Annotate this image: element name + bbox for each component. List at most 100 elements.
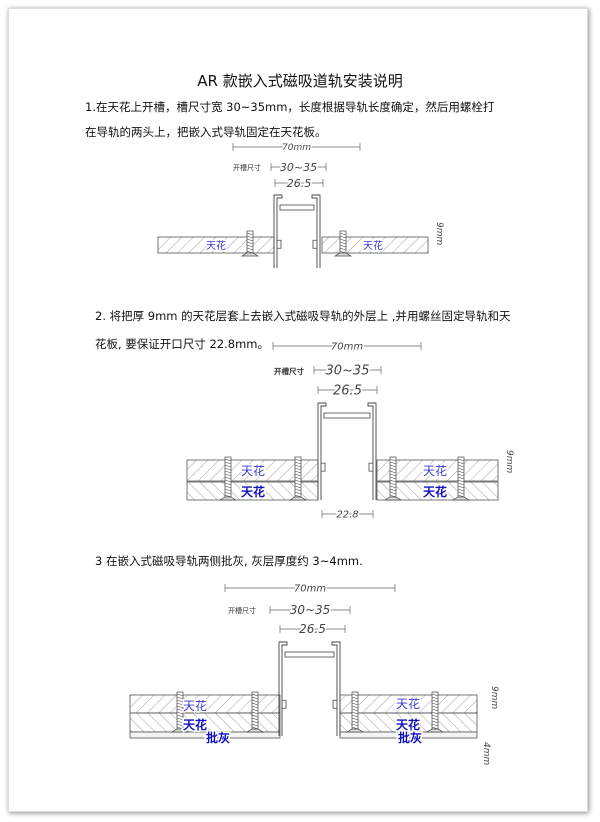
dim-rail-width: 26.5: [333, 384, 362, 399]
screw-thread: [224, 458, 232, 462]
screw-thread: [224, 482, 232, 486]
plaster-layer: [129, 731, 281, 739]
step3-line1: 3 在嵌入式磁吸导轨两侧批灰, 灰层厚度约 3~4mm.: [95, 554, 363, 568]
screw-thread: [251, 702, 259, 706]
screw-thread: [431, 702, 439, 706]
ceiling-board-upper: [376, 459, 499, 482]
board-label: 天花: [363, 239, 383, 252]
screw-thread: [294, 482, 302, 486]
screw-thread: [389, 464, 397, 468]
screw-thread: [251, 714, 259, 718]
screw-thread: [176, 708, 184, 712]
screw-thread: [457, 461, 465, 465]
ceiling-board: [321, 236, 429, 254]
dim-rail-width: 26.5: [287, 177, 312, 190]
screw-head-icon: [333, 252, 353, 257]
screw-thread: [246, 247, 254, 251]
screw-thread: [389, 470, 397, 474]
screw-thread: [339, 244, 347, 248]
screw-thread: [431, 708, 439, 712]
screw-thread: [294, 473, 302, 477]
screw-thread: [246, 241, 254, 245]
dim-opening: 22.8: [336, 510, 358, 521]
screw-thread: [351, 696, 359, 700]
screw-thread: [457, 467, 465, 471]
dim-thickness: 9mm: [504, 450, 514, 473]
screw-thread: [176, 696, 184, 700]
screw-thread: [339, 235, 347, 239]
screw-thread: [351, 717, 359, 721]
step2-line1: 2. 将把厚 9mm 的天花层套上去嵌入式磁吸导轨的外层上 ,并用螺丝固定导轨和…: [95, 309, 511, 323]
screw-thread: [389, 488, 397, 492]
screw-thread: [431, 711, 439, 715]
rail-profile: [278, 641, 341, 736]
screw-head-icon: [425, 728, 445, 733]
screw-thread: [457, 458, 465, 462]
screw-thread: [351, 702, 359, 706]
rail-clip: [282, 699, 287, 709]
screw-thread: [431, 696, 439, 700]
screw-head-icon: [288, 496, 308, 501]
screw-thread: [351, 705, 359, 709]
screw-thread: [251, 699, 259, 703]
screw-thread: [431, 693, 439, 697]
document-page: [8, 8, 588, 812]
screw-thread: [457, 488, 465, 492]
rail-profile: [317, 402, 377, 500]
screw-thread: [389, 485, 397, 489]
rail-clip: [277, 239, 282, 249]
screw-thread: [457, 479, 465, 483]
screw-thread: [389, 458, 397, 462]
screw-thread: [431, 723, 439, 727]
screw-thread: [457, 482, 465, 486]
screw-head-icon: [240, 252, 260, 257]
screw-thread: [246, 235, 254, 239]
screw-thread: [431, 714, 439, 718]
screw-thread: [251, 708, 259, 712]
rail-clip: [368, 462, 373, 472]
dim-70mm: 70mm: [294, 584, 326, 595]
board-label: 天花: [183, 717, 207, 732]
board-label: 批灰: [398, 730, 422, 745]
rail-magnet-channel: [323, 412, 371, 419]
screw-thread: [294, 491, 302, 495]
screw-thread: [176, 720, 184, 724]
board-label: 天花: [396, 717, 420, 732]
screw-thread: [294, 464, 302, 468]
screw-thread: [351, 699, 359, 703]
screw-thread: [294, 485, 302, 489]
screw-thread: [224, 461, 232, 465]
page-title: AR 款嵌入式磁吸道轨安装说明: [197, 72, 403, 90]
dim-70mm: 70mm: [331, 342, 363, 353]
dim-thickness: 9mm: [434, 222, 444, 245]
board-label: 批灰: [206, 730, 230, 745]
board-label: 天花: [423, 463, 447, 478]
slot-label: 开槽尺寸: [274, 366, 304, 376]
screw-thread: [176, 714, 184, 718]
rail-magnet-channel: [284, 651, 335, 658]
rail-clip: [321, 462, 326, 472]
screw-thread: [176, 699, 184, 703]
screw-thread: [224, 470, 232, 474]
screw-thread: [431, 720, 439, 724]
step1-line2: 在导轨的两头上，把嵌入式导轨固定在天花板。: [85, 125, 327, 139]
screw-thread: [389, 461, 397, 465]
screw-thread: [224, 488, 232, 492]
board-label: 天花: [241, 484, 265, 499]
dim-rail-width: 26.5: [299, 622, 326, 636]
screw-thread: [224, 467, 232, 471]
dim-thickness: 9mm: [489, 686, 499, 709]
screw-head-icon: [170, 728, 190, 733]
screw-thread: [224, 485, 232, 489]
screw-thread: [251, 696, 259, 700]
screw-thread: [246, 238, 254, 242]
screw-thread: [431, 699, 439, 703]
screw-thread: [351, 720, 359, 724]
screw-thread: [251, 711, 259, 715]
screw-head-icon: [245, 728, 265, 733]
dim-slot: 30~35: [290, 603, 331, 617]
screw-thread: [339, 232, 347, 236]
screw-thread: [389, 482, 397, 486]
dim-70mm: 70mm: [282, 143, 311, 153]
screw-thread: [457, 485, 465, 489]
